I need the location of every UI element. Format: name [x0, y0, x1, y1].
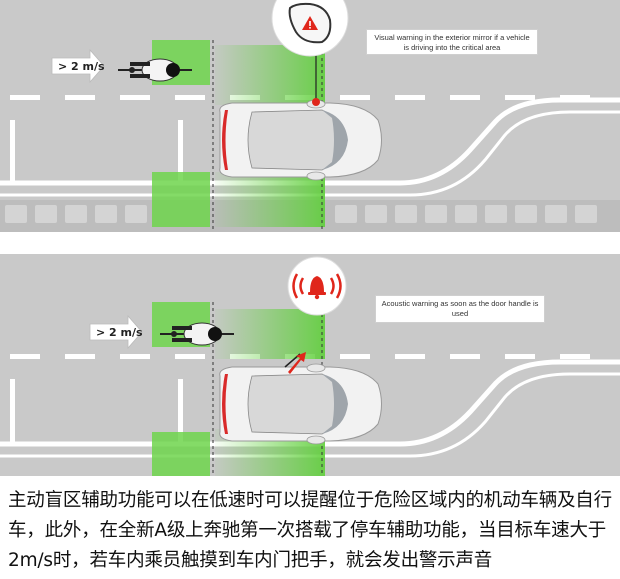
- mirror-warning-triangle-icon: [271, 0, 349, 57]
- acoustic-bell-icon: [287, 256, 347, 316]
- visual-warning-callout: Visual warning in the exterior mirror if…: [366, 29, 538, 55]
- car-top-view: [219, 99, 382, 181]
- bay-line: [178, 120, 183, 183]
- curb-line: [0, 359, 620, 447]
- caption-text: 主动盲区辅助功能可以在低速时可以提醒位于危险区域内的机动车辆及自行车，此外，在全…: [8, 490, 612, 571]
- speed-label: > 2 m/s: [58, 60, 105, 73]
- bay-line: [178, 379, 183, 444]
- door-open-arrow: [288, 352, 306, 374]
- curb-edge: [0, 110, 620, 197]
- acoustic-warning-callout: Acoustic warning as soon as the door han…: [375, 295, 545, 323]
- curb-edge: [0, 372, 620, 458]
- cyclist-icon: [160, 322, 234, 346]
- curb-line: [0, 97, 620, 186]
- panel-divider: [0, 232, 620, 254]
- blind-spot-zone: [152, 432, 210, 476]
- blind-spot-zone: [215, 172, 325, 227]
- cyclist-icon: [118, 58, 192, 82]
- blind-spot-zone: [152, 172, 210, 227]
- speed-arrow: [89, 314, 143, 350]
- mirror-indicator-dot: [312, 98, 320, 106]
- bay-line: [10, 379, 15, 444]
- bottom-illustration-panel: > 2 m/s Acoustic warning as soon as the …: [0, 254, 620, 476]
- bay-line: [10, 120, 15, 183]
- speed-arrow: [51, 48, 105, 84]
- sidewalk-tiles: [5, 205, 597, 223]
- car-top-view: [219, 353, 382, 445]
- speed-label: > 2 m/s: [96, 326, 143, 339]
- top-illustration-panel: > 2 m/s Visual warning in the exterior m…: [0, 0, 620, 232]
